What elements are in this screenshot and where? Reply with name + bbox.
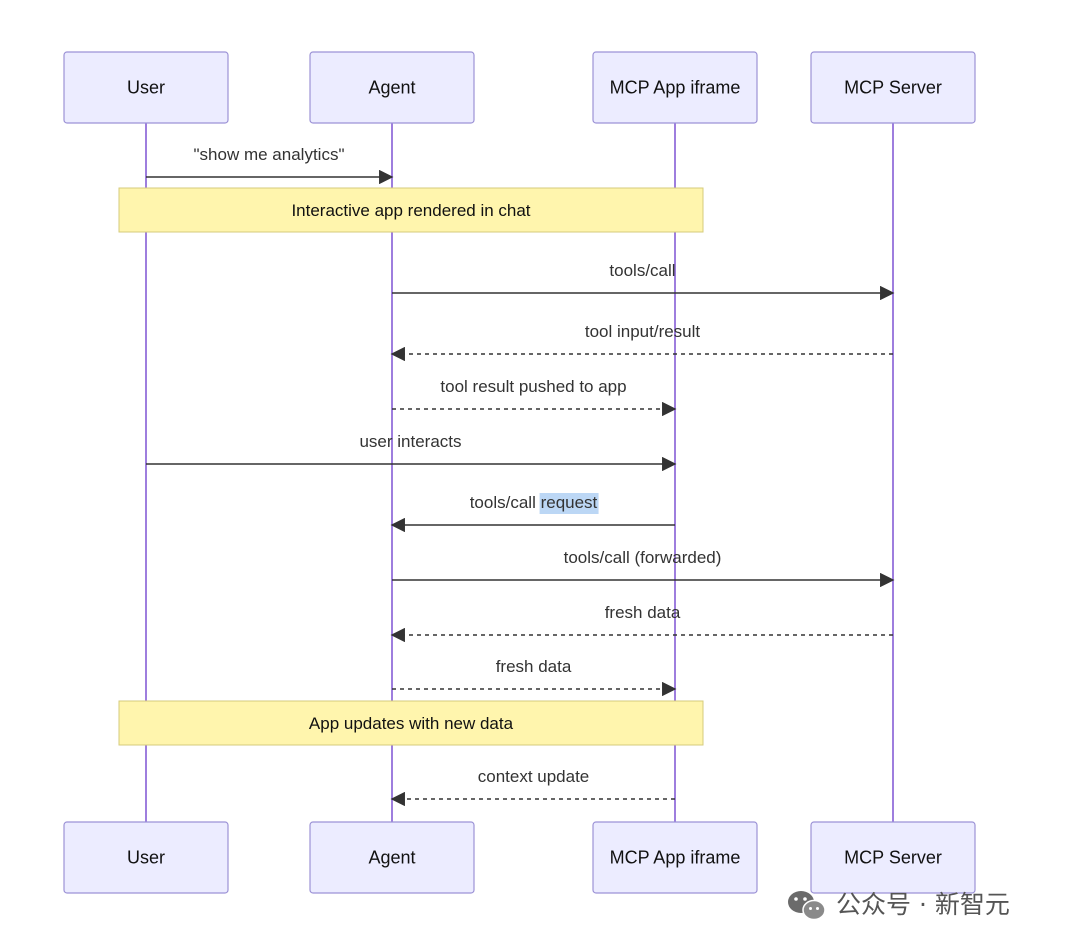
actor-label: MCP App iframe: [610, 848, 741, 868]
actor-box: [592, 51, 758, 124]
note-box: [118, 700, 704, 746]
actor-top-mcp-server: MCP Server: [810, 51, 976, 124]
message-4: tool result pushed to app: [392, 377, 677, 417]
message-label: user interacts: [359, 432, 461, 451]
actor-box: [309, 821, 475, 894]
message-label: tools/call: [609, 261, 675, 280]
message-label: tool result pushed to app: [440, 377, 626, 396]
highlighted-text: request: [541, 493, 598, 512]
actor-box: [592, 821, 758, 894]
message-8: fresh data: [390, 603, 893, 643]
message-1: "show me analytics": [146, 145, 394, 185]
note-2: App updates with new data: [118, 700, 704, 746]
message-3: tool input/result: [390, 322, 893, 362]
watermark-text: 公众号 · 新智元: [836, 890, 1010, 919]
actor-label: Agent: [368, 78, 415, 98]
actor-bottom-mcp-app-iframe: MCP App iframe: [592, 821, 758, 894]
actor-top-user: User: [63, 51, 229, 124]
message-5: user interacts: [146, 432, 677, 472]
actor-box: [63, 51, 229, 124]
actor-bottom-agent: Agent: [309, 821, 475, 894]
actor-bottom-user: User: [63, 821, 229, 894]
actor-top-agent: Agent: [309, 51, 475, 124]
message-label: fresh data: [605, 603, 681, 622]
message-label: fresh data: [496, 657, 572, 676]
message-7: tools/call (forwarded): [392, 548, 895, 588]
actor-box: [810, 51, 976, 124]
actor-label: MCP App iframe: [610, 78, 741, 98]
actor-box: [63, 821, 229, 894]
message-9: fresh data: [392, 657, 677, 697]
wechat-icon: [788, 891, 826, 921]
actor-bottom-mcp-server: MCP Server: [810, 821, 976, 894]
text-highlight: [539, 493, 599, 514]
note-text: App updates with new data: [309, 714, 514, 733]
message-10: context update: [390, 767, 675, 807]
message-label: tool input/result: [585, 322, 701, 341]
actor-box: [810, 821, 976, 894]
actor-label: MCP Server: [844, 848, 942, 868]
note-box: [118, 187, 704, 233]
actor-label: Agent: [368, 848, 415, 868]
actor-label: User: [127, 848, 165, 868]
message-label: tools/call request: [470, 493, 598, 512]
actor-box: [309, 51, 475, 124]
message-label: "show me analytics": [194, 145, 345, 164]
note-1: Interactive app rendered in chat: [118, 187, 704, 233]
message-label: tools/call (forwarded): [564, 548, 722, 567]
actor-label: MCP Server: [844, 78, 942, 98]
note-text: Interactive app rendered in chat: [291, 201, 530, 220]
message-label: context update: [478, 767, 590, 786]
message-2: tools/call: [392, 261, 895, 301]
watermark: 公众号 · 新智元: [788, 890, 1010, 921]
actor-top-mcp-app-iframe: MCP App iframe: [592, 51, 758, 124]
actor-label: User: [127, 78, 165, 98]
message-6: tools/call request: [390, 493, 675, 533]
